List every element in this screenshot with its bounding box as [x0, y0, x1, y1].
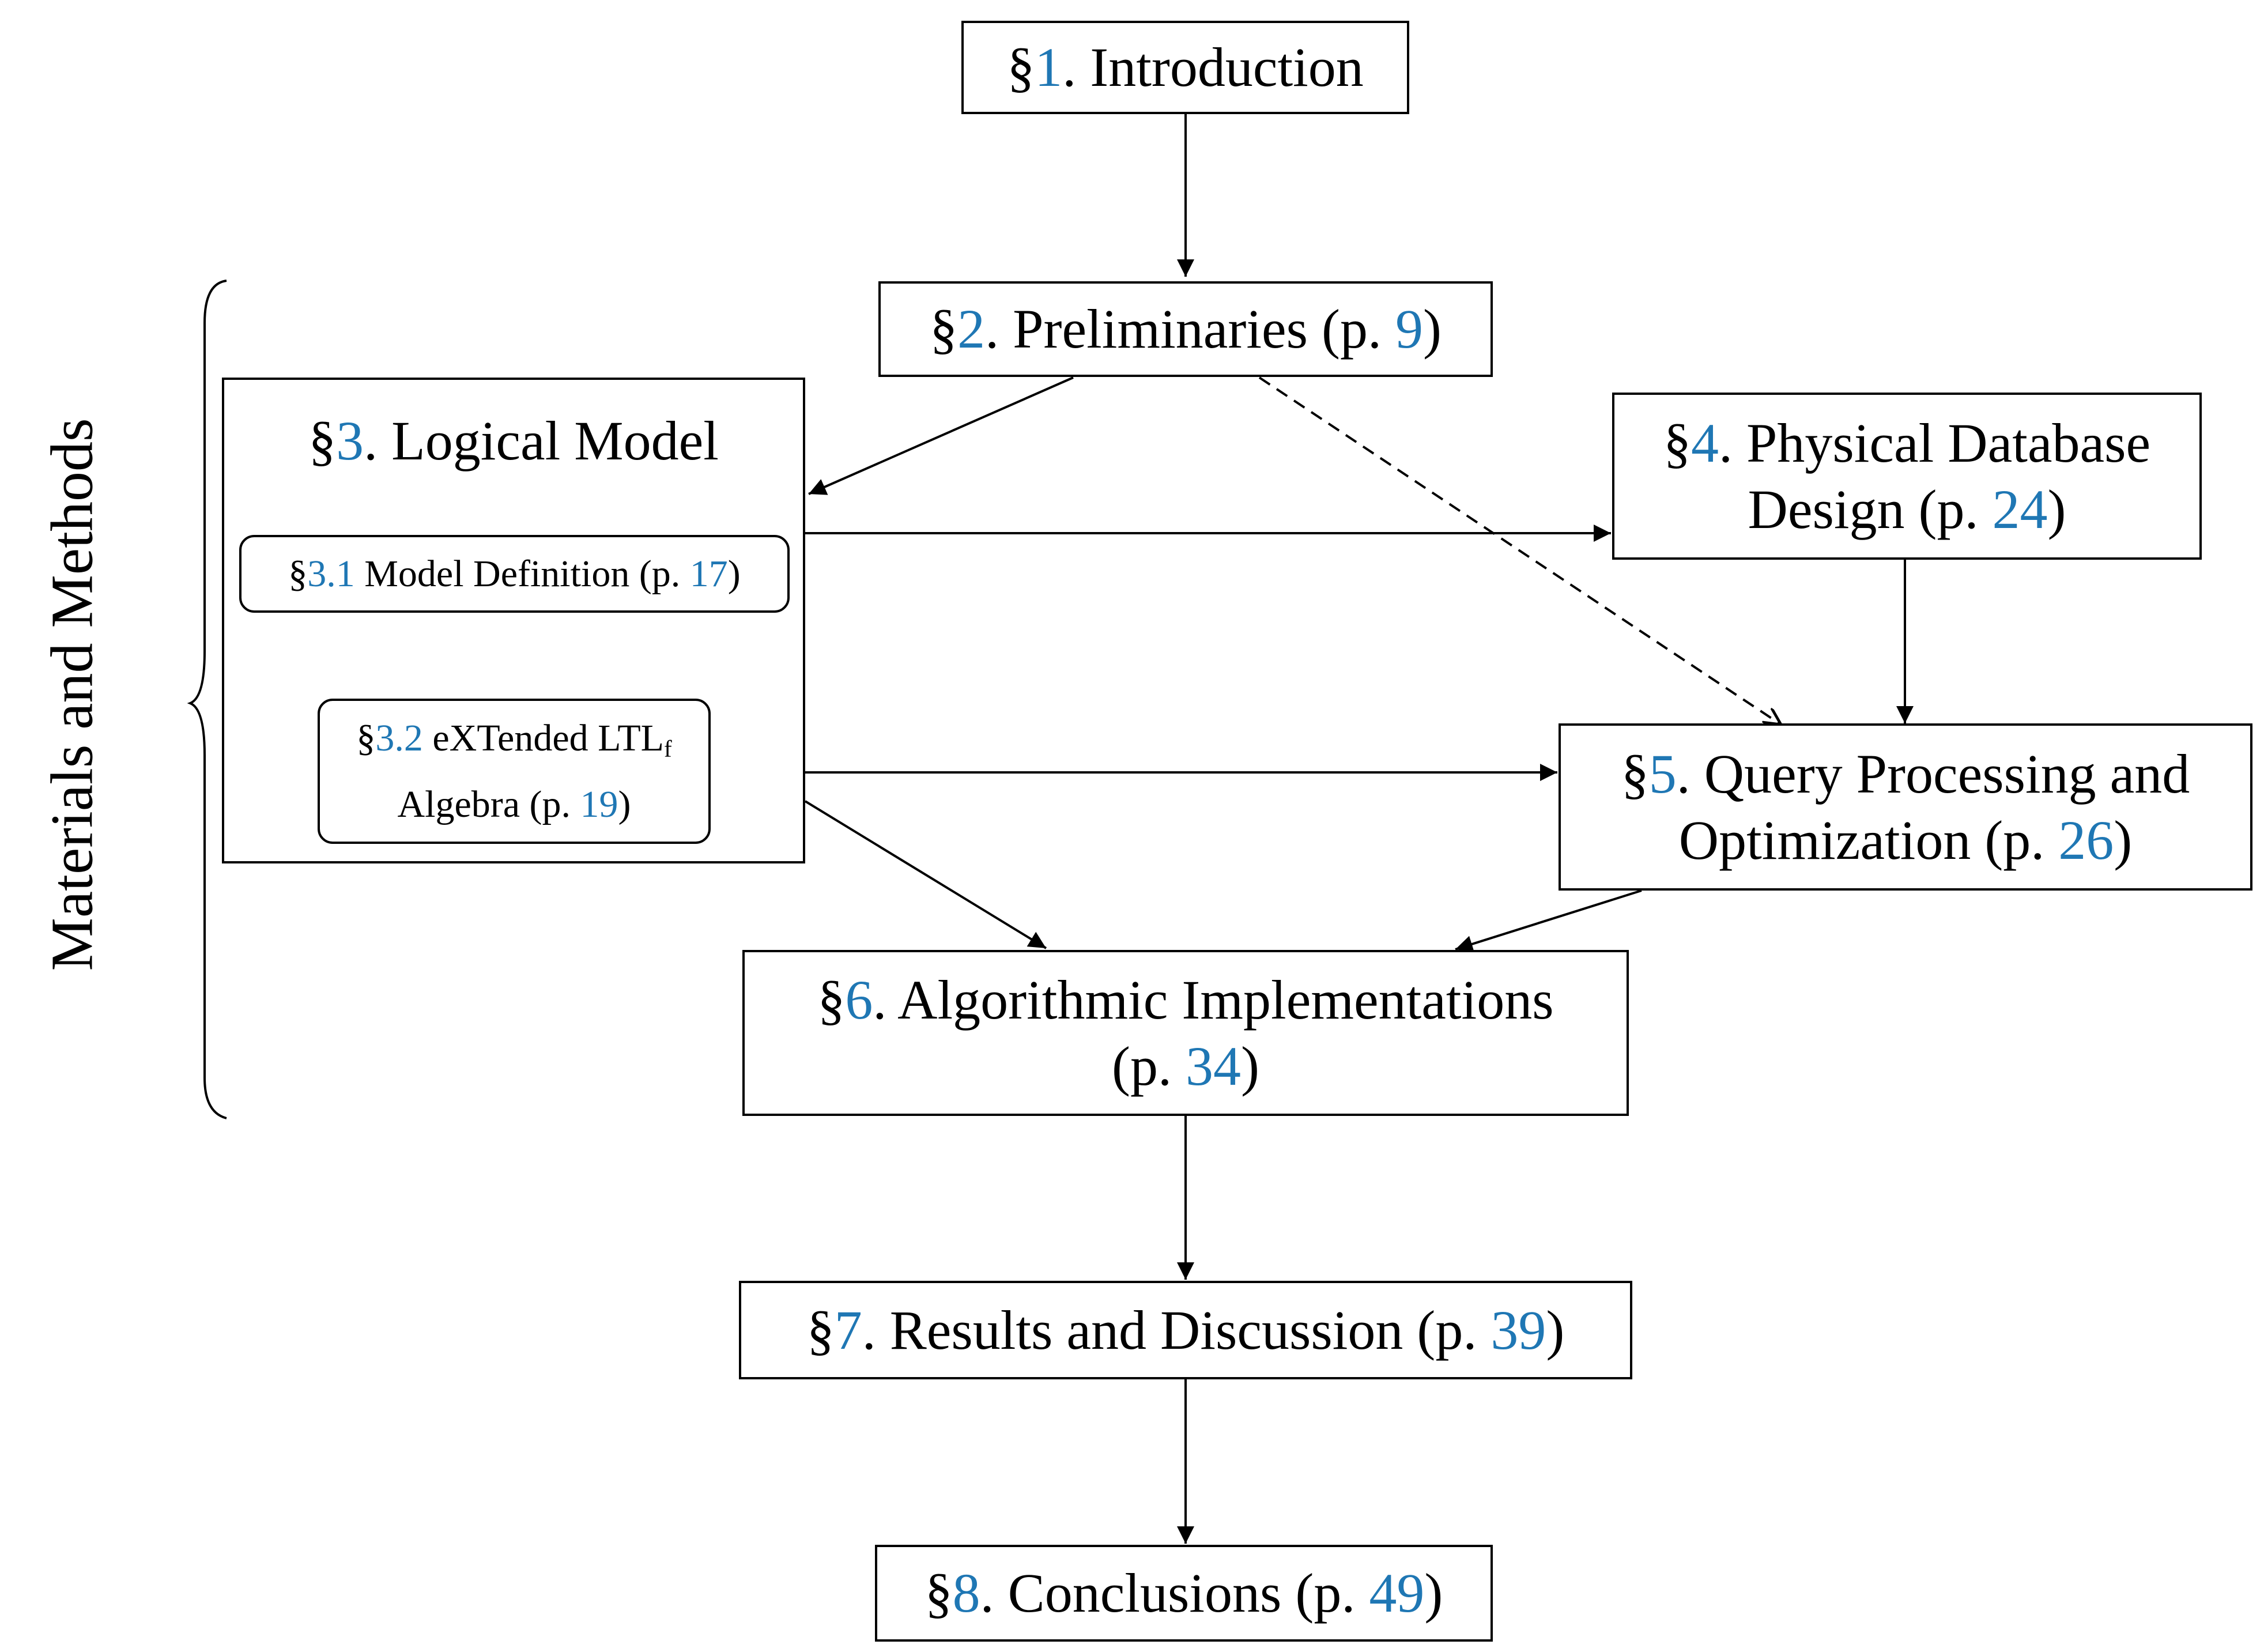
- close-paren: ): [1424, 1562, 1443, 1624]
- section-link[interactable]: 5: [1648, 742, 1677, 805]
- section-link[interactable]: 6: [845, 968, 873, 1031]
- node-logical-model-title: §3. Logical Model: [308, 408, 719, 474]
- section-title: eXTended LTL: [422, 716, 664, 759]
- section-link[interactable]: 3.1: [307, 552, 355, 595]
- section-symbol: §: [356, 716, 376, 759]
- page-link[interactable]: 24: [1992, 478, 2048, 540]
- node-query-line1: §5. Query Processing and: [1621, 741, 2190, 807]
- close-paren: ): [1241, 1035, 1259, 1097]
- section-title-line2: (p.: [1112, 1035, 1186, 1097]
- section-link[interactable]: 2: [957, 298, 986, 360]
- page-link[interactable]: 39: [1491, 1299, 1546, 1361]
- node-extended-ltlf-line2: Algebra (p. 19): [397, 771, 631, 838]
- section-link[interactable]: 4: [1691, 412, 1719, 474]
- node-query-line2: Optimization (p. 26): [1679, 807, 2133, 873]
- close-paren: ): [1546, 1299, 1565, 1361]
- node-algorithmic-implementations[interactable]: §6. Algorithmic Implementations (p. 34): [742, 950, 1629, 1116]
- section-symbol: §: [806, 1299, 835, 1361]
- edge-s5-s6: [1455, 889, 1642, 953]
- section-title-line2: Optimization (p.: [1678, 809, 2059, 871]
- node-physical-line1: §4. Physical Database: [1663, 410, 2150, 476]
- section-title: . Physical Database: [1718, 412, 2151, 474]
- page-link[interactable]: 26: [2058, 809, 2114, 871]
- page-link[interactable]: 19: [580, 783, 618, 825]
- edge-s2-s5: [1258, 376, 1781, 725]
- page-link[interactable]: 17: [689, 552, 728, 595]
- section-title: . Introduction: [1062, 36, 1364, 99]
- section-title-line2: Algebra (p.: [397, 783, 580, 825]
- section-link[interactable]: 8: [952, 1562, 980, 1624]
- section-link[interactable]: 1: [1035, 36, 1063, 99]
- section-title-line2: Design (p.: [1748, 478, 1993, 540]
- node-preliminaries-text: §2. Preliminaries (p. 9): [930, 296, 1442, 362]
- section-symbol: §: [930, 298, 958, 360]
- page-link[interactable]: 34: [1186, 1035, 1241, 1097]
- section-symbol: §: [1621, 742, 1649, 805]
- section-title: . Algorithmic Implementations: [873, 968, 1554, 1031]
- section-link[interactable]: 7: [834, 1299, 862, 1361]
- node-model-definition[interactable]: §3.1 Model Definition (p. 17): [239, 535, 790, 613]
- section-link[interactable]: 3: [336, 410, 364, 472]
- section-link[interactable]: 3.2: [375, 716, 423, 759]
- node-algorithmic-line1: §6. Algorithmic Implementations: [817, 967, 1553, 1033]
- section-title: . Conclusions (p.: [980, 1562, 1369, 1624]
- node-preliminaries[interactable]: §2. Preliminaries (p. 9): [878, 281, 1493, 377]
- subscript-f: f: [664, 736, 672, 762]
- section-symbol: §: [308, 410, 337, 472]
- edge-s3-s6: [804, 800, 1047, 949]
- group-label: Materials and Methods: [39, 418, 105, 971]
- node-introduction[interactable]: §1. Introduction: [961, 21, 1409, 114]
- page-link[interactable]: 49: [1369, 1562, 1425, 1624]
- close-paren: ): [618, 783, 631, 825]
- node-introduction-text: §1. Introduction: [1007, 34, 1364, 100]
- node-algorithmic-line2: (p. 34): [1112, 1033, 1259, 1099]
- section-title: . Results and Discussion (p.: [862, 1299, 1491, 1361]
- section-title: . Query Processing and: [1676, 742, 2190, 805]
- group-brace: [187, 280, 227, 1119]
- section-symbol: §: [925, 1562, 953, 1624]
- section-symbol: §: [288, 552, 308, 595]
- section-symbol: §: [1007, 36, 1035, 99]
- node-physical-line2: Design (p. 24): [1748, 476, 2066, 542]
- node-model-definition-text: §3.1 Model Definition (p. 17): [288, 551, 741, 597]
- section-title: Model Definition (p.: [354, 552, 690, 595]
- section-title: . Logical Model: [364, 410, 719, 472]
- node-results-discussion[interactable]: §7. Results and Discussion (p. 39): [739, 1281, 1632, 1379]
- edge-s2-s3: [808, 376, 1074, 495]
- node-extended-ltlf-line1: §3.2 eXTended LTLf: [356, 705, 671, 772]
- page-link[interactable]: 9: [1395, 298, 1423, 360]
- section-title: . Preliminaries (p.: [985, 298, 1395, 360]
- close-paren: ): [2047, 478, 2066, 540]
- node-results-text: §7. Results and Discussion (p. 39): [807, 1297, 1565, 1363]
- node-conclusions[interactable]: §8. Conclusions (p. 49): [875, 1545, 1493, 1642]
- node-physical-database-design[interactable]: §4. Physical Database Design (p. 24): [1612, 393, 2202, 560]
- section-symbol: §: [1663, 412, 1691, 474]
- close-paren: ): [1422, 298, 1442, 360]
- close-paren: ): [727, 552, 741, 595]
- node-query-processing[interactable]: §5. Query Processing and Optimization (p…: [1559, 723, 2252, 891]
- node-conclusions-text: §8. Conclusions (p. 49): [925, 1560, 1443, 1626]
- section-symbol: §: [817, 968, 846, 1031]
- close-paren: ): [2114, 809, 2133, 871]
- node-extended-ltlf-algebra[interactable]: §3.2 eXTended LTLf Algebra (p. 19): [318, 699, 711, 844]
